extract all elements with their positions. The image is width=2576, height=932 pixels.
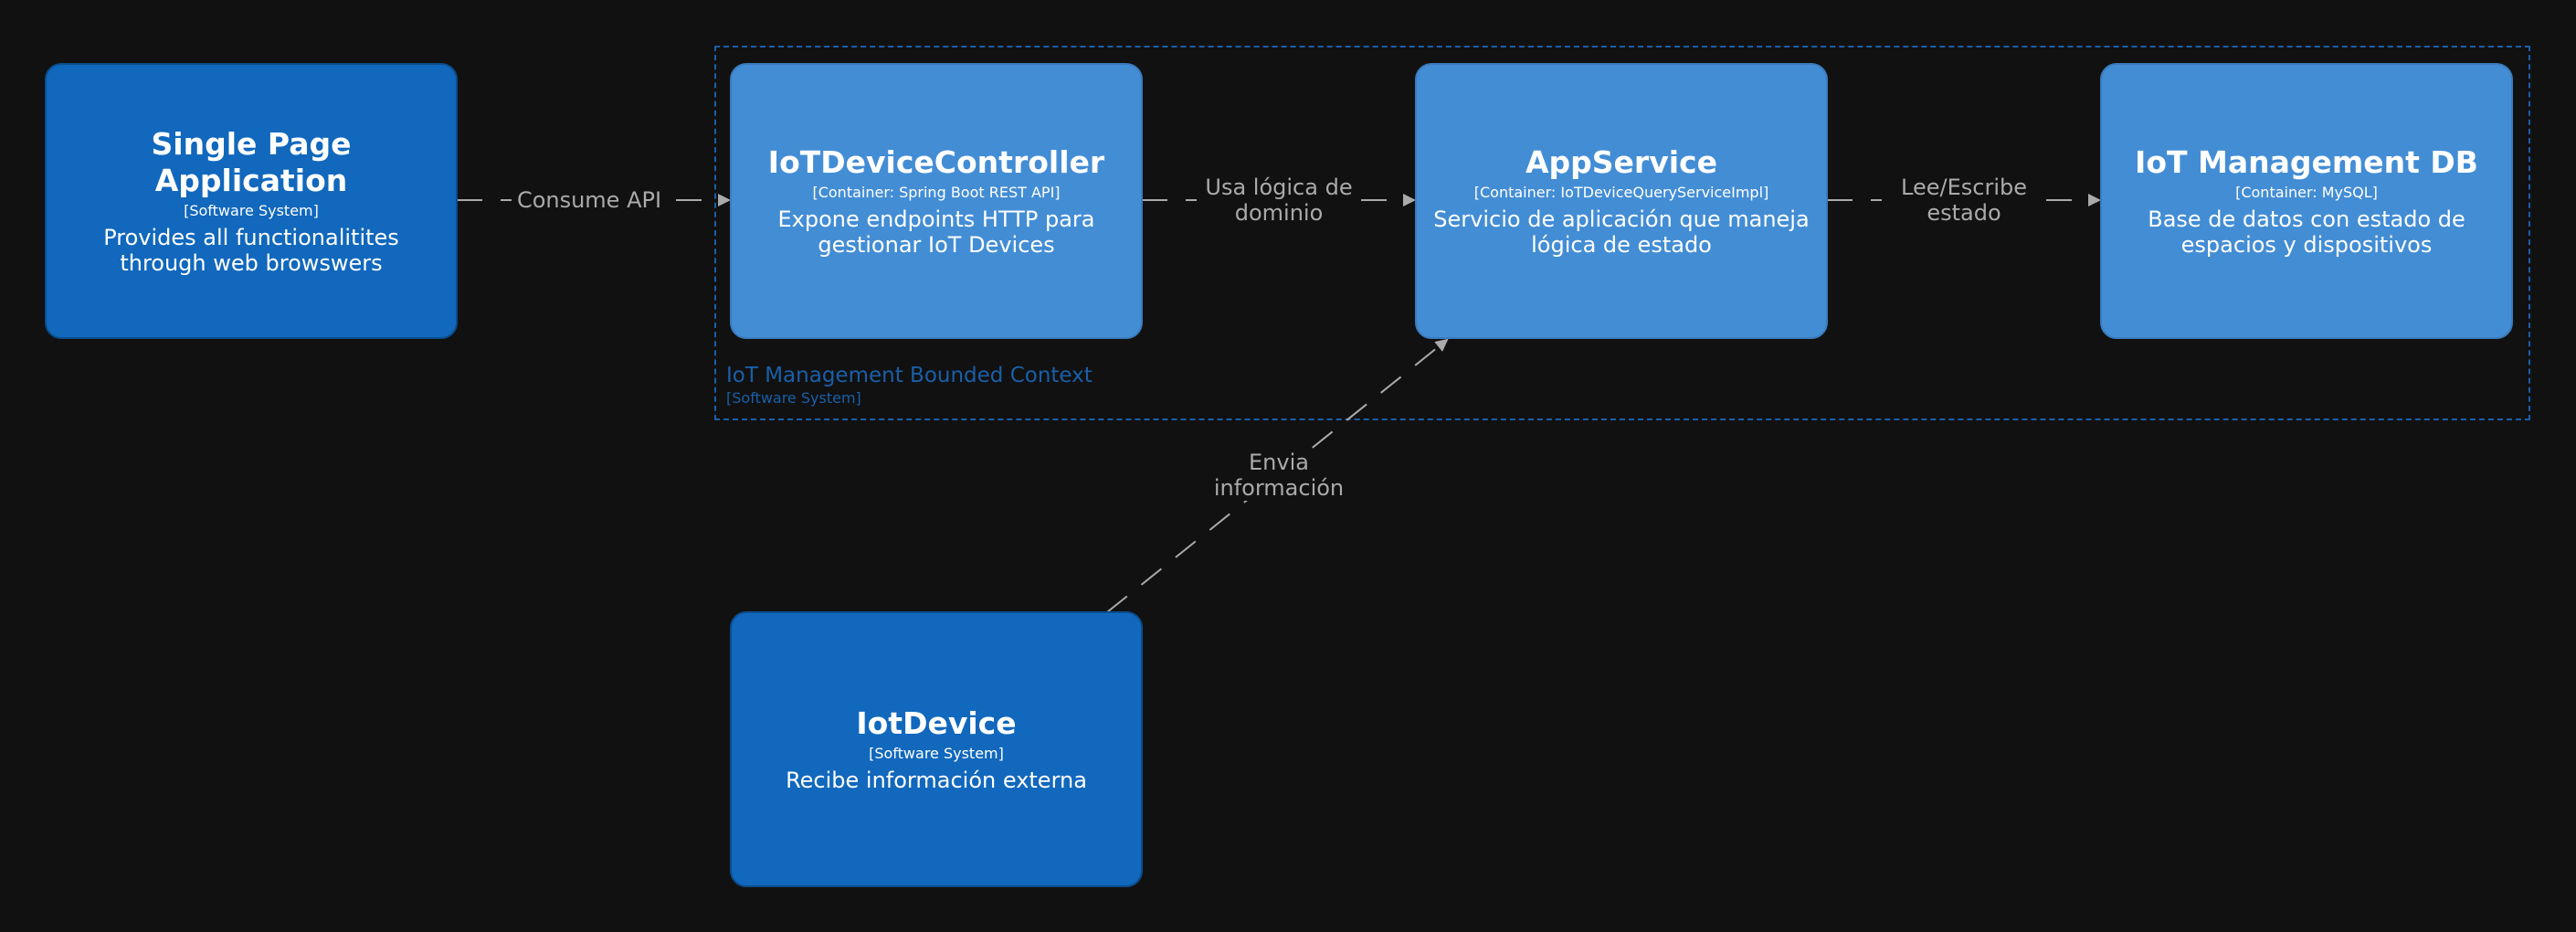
node-title: IoT Management DB xyxy=(2135,144,2478,180)
node-description: Servicio de aplicación que maneja lógica… xyxy=(1433,207,1810,258)
node-title: AppService xyxy=(1526,144,1717,180)
node-title: Single Page Application xyxy=(151,126,352,198)
node-tech: [Software System] xyxy=(184,202,319,219)
edge-iotdevice-to-appservice xyxy=(1106,338,1449,613)
node-iot-device[interactable]: IotDevice [Software System] Recibe infor… xyxy=(730,611,1143,887)
node-title: IotDevice xyxy=(856,705,1017,741)
node-single-page-application[interactable]: Single Page Application [Software System… xyxy=(45,63,458,339)
bounded-context-kind: [Software System] xyxy=(726,389,861,407)
bounded-context-name: IoT Management Bounded Context xyxy=(726,364,1093,387)
node-title: IoTDeviceController xyxy=(767,144,1105,180)
node-iot-management-db[interactable]: IoT Management DB [Container: MySQL] Bas… xyxy=(2100,63,2513,339)
edge-label-envia-informacion: Envia información xyxy=(1197,450,1361,501)
node-description: Base de datos con estado de espacios y d… xyxy=(2148,207,2465,258)
node-tech: [Software System] xyxy=(869,745,1004,762)
bounded-context-boundary xyxy=(714,46,2530,420)
node-app-service[interactable]: AppService [Container: IoTDeviceQuerySer… xyxy=(1415,63,1828,339)
node-tech: [Container: IoTDeviceQueryServiceImpl] xyxy=(1473,184,1769,201)
node-tech: [Container: Spring Boot REST API] xyxy=(812,184,1061,201)
node-description: Recibe información externa xyxy=(786,768,1087,793)
node-tech: [Container: MySQL] xyxy=(2235,184,2378,201)
edge-label-consume-api: Consume API xyxy=(512,187,667,213)
node-iot-device-controller[interactable]: IoTDeviceController [Container: Spring B… xyxy=(730,63,1143,339)
edge-label-usa-logica: Usa lógica de dominio xyxy=(1197,175,1361,226)
node-description: Expone endpoints HTTP para gestionar IoT… xyxy=(777,207,1095,258)
edge-label-lee-escribe: Lee/Escribe estado xyxy=(1882,175,2046,226)
bounded-context-label: IoT Management Bounded Context [Software… xyxy=(726,362,1093,408)
node-description: Provides all functionalitites through we… xyxy=(103,225,399,276)
